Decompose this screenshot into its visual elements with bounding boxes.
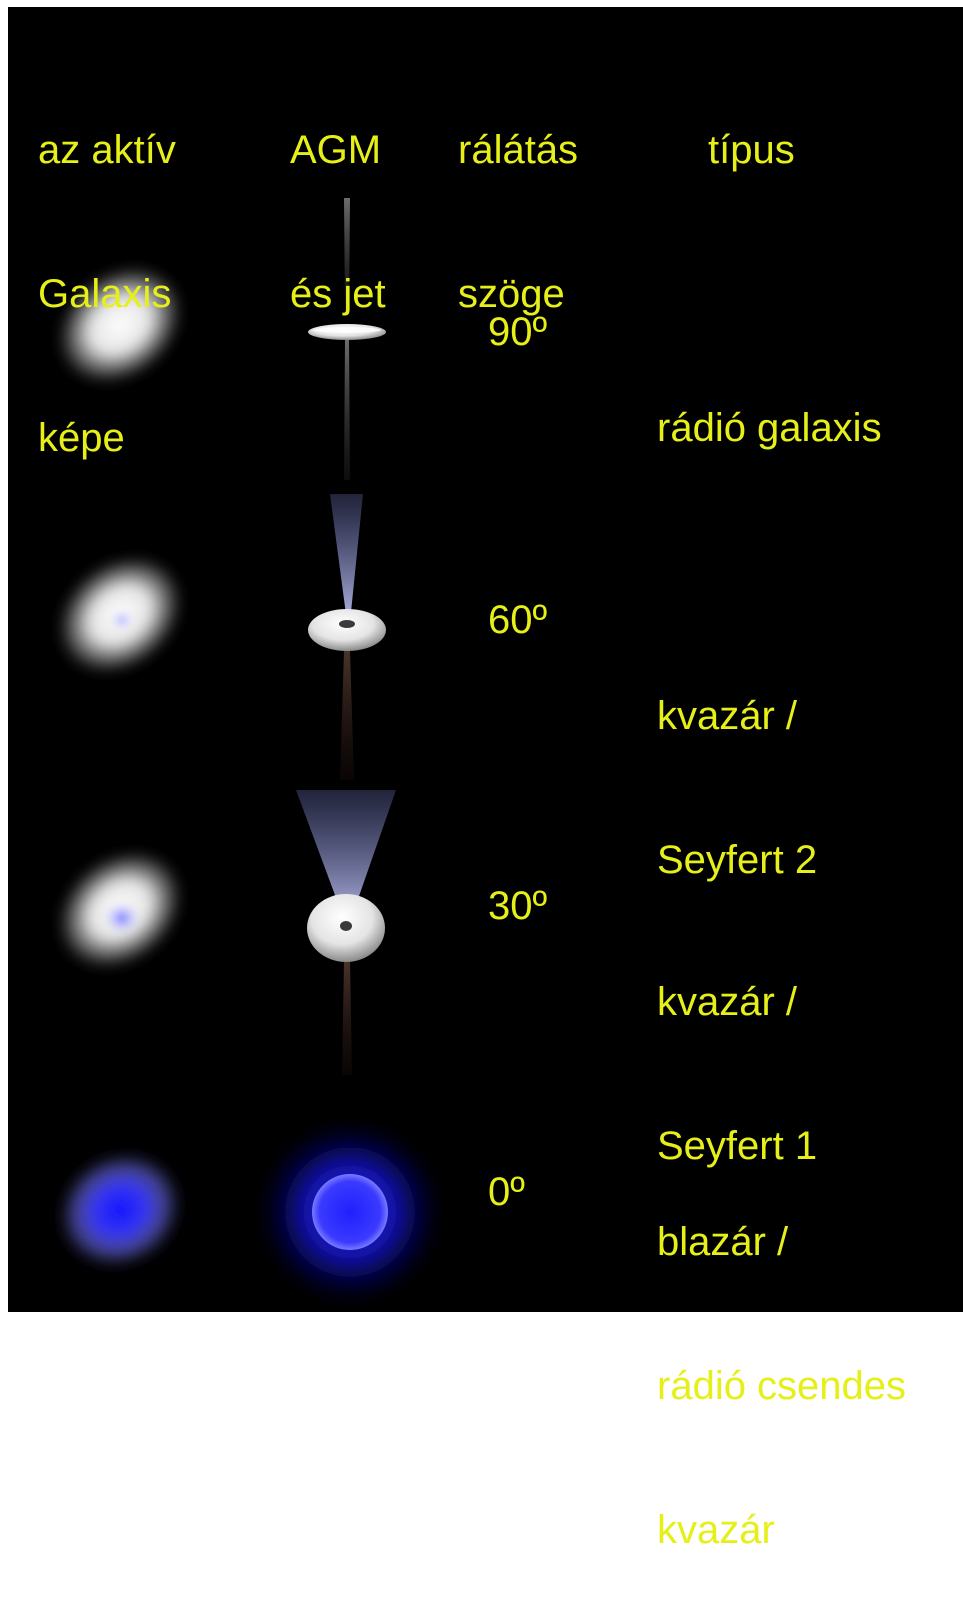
- header-line: szöge: [458, 272, 565, 316]
- agn-type-label: kvazár / Seyfert 2: [657, 596, 817, 932]
- header-line: az aktív: [38, 128, 176, 172]
- agn-type-label: blazár / rádió csendes kvazár: [657, 1122, 906, 1602]
- agm-jet-60: [308, 494, 386, 780]
- agn-type-label: rádió galaxis: [657, 308, 882, 500]
- agn-type-line: kvazár /: [657, 980, 798, 1024]
- agn-type-line: rádió galaxis: [657, 406, 882, 450]
- agn-type-line: Seyfert 1: [657, 1124, 818, 1168]
- agn-type-line: kvazár /: [657, 694, 798, 738]
- viewing-angle-value: 0º: [488, 1170, 525, 1214]
- galaxy-image-60: [53, 552, 187, 678]
- agn-type-label: kvazár / Seyfert 1: [657, 882, 817, 1218]
- header-line: képe: [38, 416, 125, 460]
- header-line: és jet: [290, 272, 386, 316]
- agn-type-line: rádió csendes: [657, 1364, 907, 1408]
- diagram-artwork: [53, 198, 445, 1307]
- galaxy-image-30: [53, 847, 187, 973]
- galaxy-image-90: [53, 262, 187, 388]
- diagram-panel: [8, 7, 963, 1312]
- agn-type-line: kvazár: [657, 1508, 775, 1552]
- agn-type-line: Seyfert 2: [657, 838, 818, 882]
- header-line: rálátás: [458, 128, 579, 172]
- viewing-angle-value: 60º: [488, 598, 548, 642]
- viewing-angle-value: 30º: [488, 884, 548, 928]
- header-line: típus: [708, 128, 795, 172]
- header-galaxy-image: az aktív Galaxis képe: [38, 30, 176, 510]
- header-type: típus: [708, 30, 795, 222]
- agn-type-line: blazár /: [657, 1220, 789, 1264]
- header-line: AGM: [290, 128, 382, 172]
- header-line: Galaxis: [38, 272, 172, 316]
- viewing-angle-value: 90º: [488, 310, 548, 354]
- agm-jet-30: [296, 790, 396, 1075]
- galaxy-image-0: [53, 1147, 187, 1273]
- header-agm-jet: AGM és jet: [290, 30, 386, 366]
- header-viewing-angle: rálátás szöge: [458, 30, 578, 366]
- agm-jet-0: [255, 1117, 445, 1307]
- agm-jet-90: [308, 198, 386, 480]
